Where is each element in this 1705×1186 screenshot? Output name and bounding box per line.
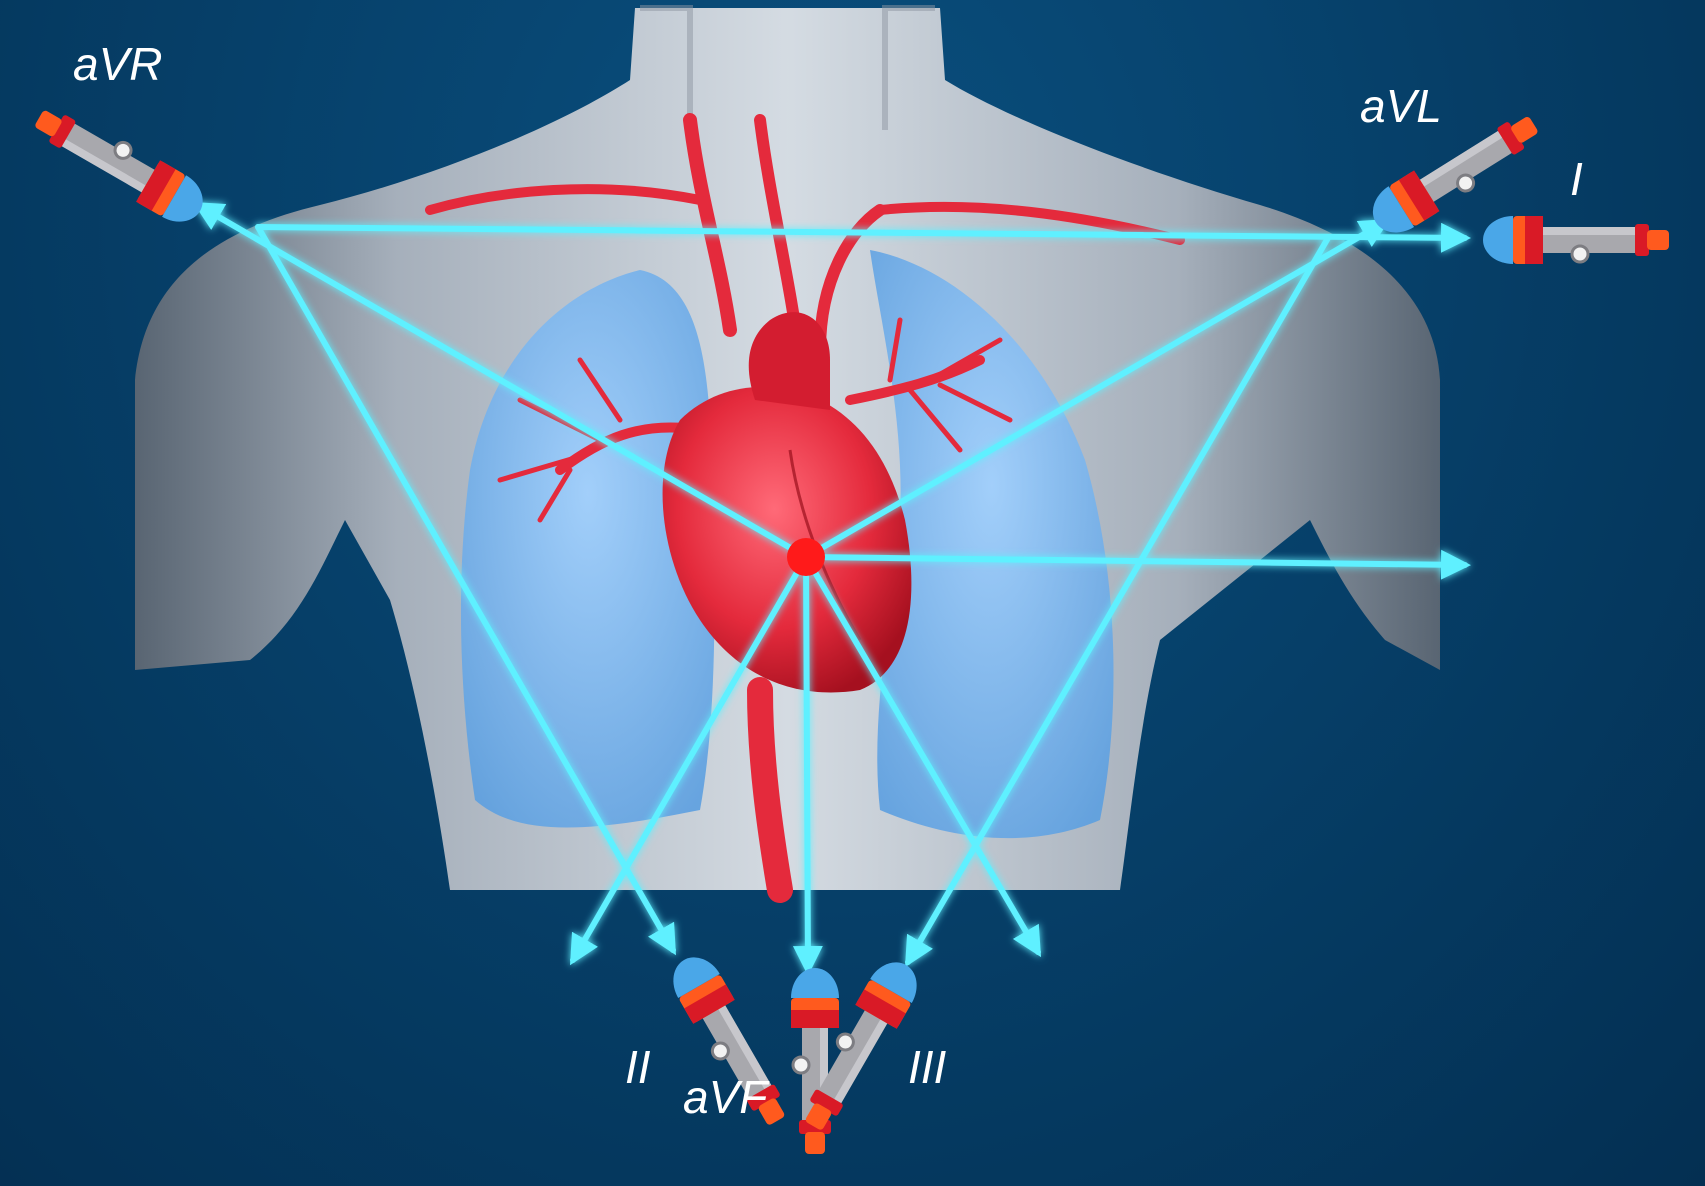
lead-label-iii: III — [908, 1041, 947, 1093]
vector-avf — [806, 557, 808, 970]
lead-label-avf: aVF — [683, 1071, 770, 1123]
camera-icon-i — [1483, 216, 1669, 264]
lead-label-ii: II — [625, 1041, 651, 1093]
lead-label-avr: aVR — [73, 38, 162, 90]
lead-label-i: I — [1570, 153, 1583, 205]
lead-label-avl: aVL — [1360, 80, 1442, 132]
camera-icon-avr — [27, 97, 212, 232]
heart-center-dot — [787, 538, 825, 576]
